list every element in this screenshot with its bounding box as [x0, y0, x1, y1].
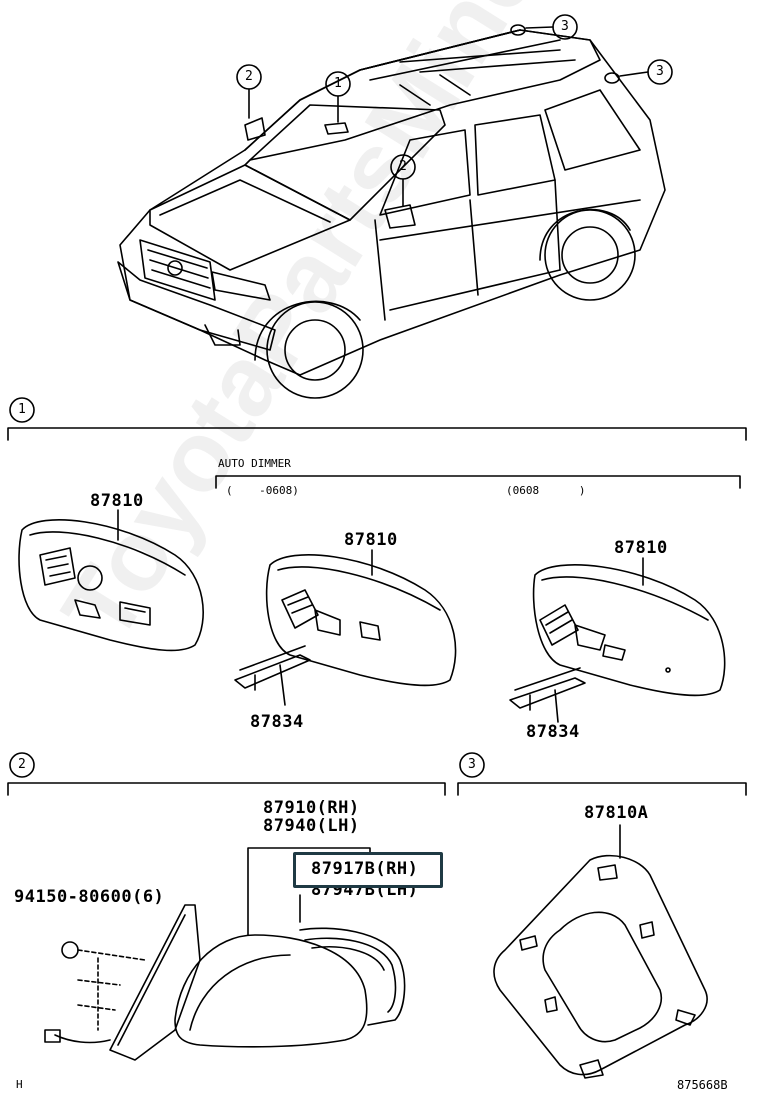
- auto-dimmer-label: AUTO DIMMER: [218, 457, 291, 470]
- vehicle-illustration: [117, 24, 666, 399]
- footer-mark: H: [16, 1078, 23, 1091]
- inner-mirror-cover: [493, 824, 708, 1079]
- section-2-frame: [7, 752, 446, 796]
- callout-1-vehicle: 1: [334, 76, 342, 91]
- callout-3-vehicle-rear: 3: [656, 64, 664, 79]
- part-number-87810-b[interactable]: 87810: [344, 530, 398, 550]
- section-2-callout: 2: [18, 757, 26, 772]
- part-number-87917b-rh[interactable]: 87917B(RH): [311, 859, 419, 879]
- mirror-87810-a: [18, 509, 204, 652]
- part-number-87834-b[interactable]: 87834: [250, 712, 304, 732]
- callout-3-vehicle-front: 3: [561, 19, 569, 34]
- part-number-87810-c[interactable]: 87810: [614, 538, 668, 558]
- mirror-87810-b: [234, 549, 457, 706]
- part-number-87810-a[interactable]: 87810: [90, 491, 144, 511]
- highlighted-part-box[interactable]: 87917B(RH): [293, 852, 443, 888]
- outer-mirror-assembly: [44, 847, 406, 1061]
- part-number-87810a[interactable]: 87810A: [584, 803, 649, 823]
- part-number-87940-lh[interactable]: 87940(LH): [263, 816, 360, 836]
- section-1-frame: [7, 397, 747, 489]
- section-3-frame: [457, 752, 747, 796]
- section-3-callout: 3: [468, 757, 476, 772]
- vehicle-callouts: [236, 14, 673, 207]
- callout-2-vehicle-left: 2: [245, 69, 253, 84]
- drawing-number: 875668B: [677, 1078, 728, 1092]
- callout-2-vehicle-right: 2: [399, 159, 407, 174]
- part-number-screw[interactable]: 94150-80600(6): [14, 887, 165, 907]
- mirror-87810-c: [509, 557, 726, 723]
- part-number-87834-c[interactable]: 87834: [526, 722, 580, 742]
- date-range-after: (0608 ): [506, 484, 586, 497]
- section-1-callout: 1: [18, 402, 26, 417]
- part-number-87910-rh[interactable]: 87910(RH): [263, 798, 360, 818]
- date-range-before: ( -0608): [226, 484, 299, 497]
